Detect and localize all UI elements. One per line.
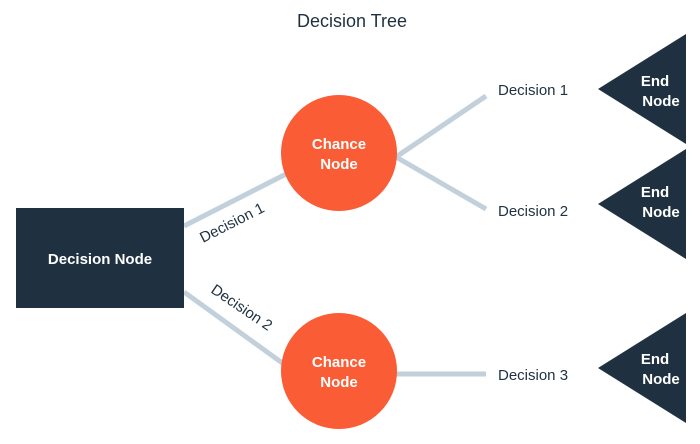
- edge-chance-1-outcome-1: [394, 93, 488, 160]
- chance-node-1-label-line1: Chance: [312, 136, 366, 153]
- end-node-2-label-line1: End: [641, 184, 669, 201]
- end-node-3-label-line2: Node: [642, 371, 680, 388]
- end-node-1-label-line2: Node: [642, 93, 680, 110]
- edge-decision-to-chance-2: [182, 289, 294, 373]
- decision-node: Decision Node: [16, 208, 184, 308]
- chance-node-1: Chance Node: [281, 95, 397, 211]
- end-node-3-label-line1: End: [641, 351, 669, 368]
- outcome-label-decision-2: Decision 2: [498, 203, 568, 220]
- outcome-label-decision-3: Decision 3: [498, 367, 568, 384]
- edge-chance-1-outcome-2: [394, 154, 488, 212]
- edge-label-decision-2: Decision 2: [208, 281, 276, 334]
- diagram-title: Decision Tree: [297, 11, 407, 31]
- outcome-label-decision-1: Decision 1: [498, 82, 568, 99]
- end-node-2-label-line2: Node: [642, 204, 680, 221]
- end-node-3-shape: [598, 313, 686, 423]
- end-node-1: End Node: [598, 34, 686, 144]
- edge-label-decision-1: Decision 1: [197, 200, 267, 247]
- chance-node-1-shape: [281, 95, 397, 211]
- chance-node-2-shape: [281, 313, 397, 429]
- end-node-3: End Node: [598, 313, 686, 423]
- decision-node-shape: [16, 208, 184, 308]
- end-node-1-label-line1: End: [641, 73, 669, 90]
- chance-node-2: Chance Node: [281, 313, 397, 429]
- decision-node-label: Decision Node: [48, 251, 152, 268]
- chance-node-2-label-line2: Node: [320, 374, 358, 391]
- end-node-1-shape: [598, 34, 686, 144]
- end-node-2-shape: [598, 149, 686, 259]
- chance-node-2-label-line1: Chance: [312, 354, 366, 371]
- end-node-2: End Node: [598, 149, 686, 259]
- edge-decision-to-chance-1: [182, 168, 294, 229]
- chance-node-1-label-line2: Node: [320, 156, 358, 173]
